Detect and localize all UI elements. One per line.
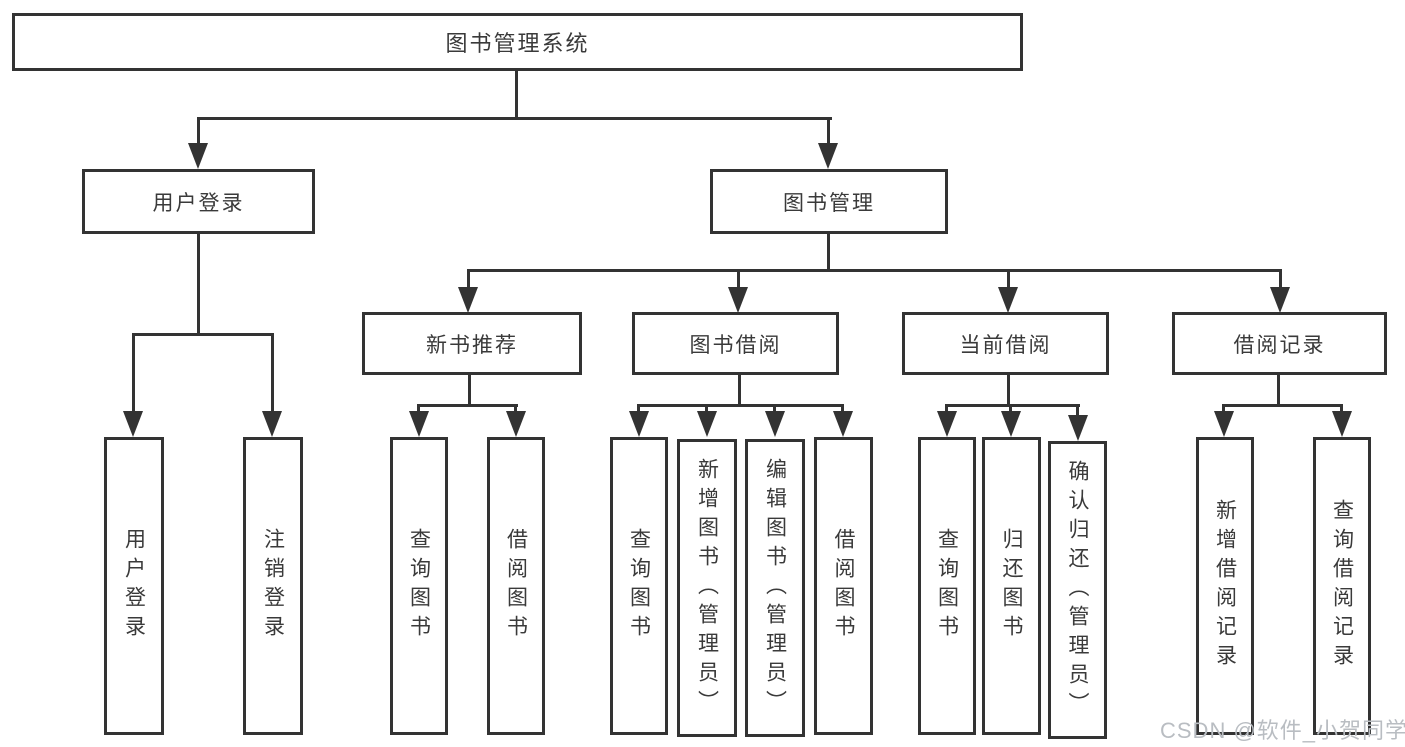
arrow-bb-edit-icon [765,411,785,437]
node-cb-query-book: 查询图书 [918,437,976,735]
connector-drop-user-login [197,117,200,147]
node-rec-query-book: 查询图书 [390,437,448,735]
arrow-br-add-icon [1214,411,1234,437]
connector-bb-bar [637,404,844,407]
node-bb-add-book: 新增图书（管理员） [677,439,737,737]
connector-drop-new-book-rec [467,269,470,291]
node-cb-return-book: 归还图书 [982,437,1041,735]
connector-drop-br-query [1340,404,1343,414]
node-borrow-record-label: 借阅记录 [1233,333,1326,357]
arrow-br-query-icon [1332,411,1352,437]
node-cb-return-book-label: 归还图书 [1000,528,1023,644]
connector-drop-leaf-logout [271,333,274,413]
connector-bb-stem [738,374,741,406]
arrow-bb-add-icon [697,411,717,437]
connector-root-bar [197,117,832,120]
node-cb-confirm-return: 确认归还（管理员） [1048,441,1107,739]
arrow-user-login-icon [188,143,208,169]
arrow-rec-borrow-icon [506,411,526,437]
arrow-bb-query-icon [629,411,649,437]
arrow-current-borrow-icon [998,287,1018,313]
connector-drop-cb-query [945,404,948,414]
node-rec-borrow-book-label: 借阅图书 [504,528,528,644]
node-bb-query-book: 查询图书 [610,437,668,735]
node-bb-edit-book: 编辑图书（管理员） [745,439,805,737]
connector-book-mgmt-stem [827,232,830,271]
connector-rec-stem [468,374,471,406]
connector-drop-cb-confirm [1076,404,1079,418]
arrow-cb-confirm-icon [1068,415,1088,441]
connector-root-stem [515,70,518,119]
arrow-new-book-rec-icon [458,287,478,313]
connector-drop-bb-edit [773,404,776,414]
arrow-borrow-record-icon [1270,287,1290,313]
node-current-borrow: 当前借阅 [902,312,1109,375]
node-br-query-record-label: 查询借阅记录 [1330,499,1354,673]
connector-drop-bb-add [705,404,708,414]
connector-user-login-stem [197,232,200,335]
node-book-mgmt-label: 图书管理 [783,191,875,215]
arrow-cb-return-icon [1001,411,1021,437]
connector-drop-book-borrow [737,269,740,291]
connector-drop-bb-query [637,404,640,414]
node-br-add-record: 新增借阅记录 [1196,437,1254,735]
arrow-bb-borrow-icon [833,411,853,437]
connector-drop-cb-return [1009,404,1012,414]
arrow-book-mgmt-icon [818,143,838,169]
connector-drop-rec-borrow [514,404,517,414]
node-leaf-logout-label: 注销登录 [261,528,285,644]
connector-drop-rec-query [417,404,420,414]
node-leaf-logout: 注销登录 [243,437,303,735]
csdn-watermark: CSDN @软件_小贺同学 [1160,718,1405,743]
arrow-cb-query-icon [937,411,957,437]
node-bb-add-book-label: 新增图书（管理员） [695,457,719,719]
connector-drop-book-mgmt [827,117,830,147]
connector-cb-bar [945,404,1080,407]
connector-br-stem [1277,374,1280,406]
node-br-add-record-label: 新增借阅记录 [1213,499,1237,673]
node-rec-borrow-book: 借阅图书 [487,437,545,735]
node-root-label: 图书管理系统 [445,31,590,56]
node-book-mgmt: 图书管理 [710,169,948,234]
node-borrow-record: 借阅记录 [1172,312,1387,375]
arrow-leaf-user-login-icon [123,411,143,437]
node-bb-query-book-label: 查询图书 [627,528,651,644]
node-current-borrow-label: 当前借阅 [959,333,1052,357]
node-book-borrow: 图书借阅 [632,312,839,375]
node-root: 图书管理系统 [12,13,1023,71]
node-cb-confirm-return-label: 确认归还（管理员） [1066,459,1089,721]
connector-drop-current-borrow [1007,269,1010,291]
node-bb-borrow-book-label: 借阅图书 [832,528,855,644]
node-book-borrow-label: 图书借阅 [689,333,782,357]
node-cb-query-book-label: 查询图书 [935,528,959,644]
connector-drop-bb-borrow [841,404,844,414]
node-leaf-user-login-label: 用户登录 [122,528,146,644]
connector-book-mgmt-bar [467,269,1281,272]
node-bb-edit-book-label: 编辑图书（管理员） [763,457,787,719]
connector-rec-bar [417,404,518,407]
node-leaf-user-login: 用户登录 [104,437,164,735]
node-new-book-rec-label: 新书推荐 [426,333,518,357]
connector-drop-leaf-user-login [132,333,135,413]
arrow-book-borrow-icon [728,287,748,313]
node-rec-query-book-label: 查询图书 [407,528,431,644]
arrow-rec-query-icon [409,411,429,437]
node-user-login-label: 用户登录 [152,191,245,215]
connector-drop-borrow-record [1279,269,1282,291]
arrow-leaf-logout-icon [262,411,282,437]
connector-drop-br-add [1222,404,1225,414]
node-br-query-record: 查询借阅记录 [1313,437,1371,735]
connector-cb-stem [1007,374,1010,406]
node-user-login: 用户登录 [82,169,315,234]
node-new-book-rec: 新书推荐 [362,312,582,375]
connector-br-bar [1222,404,1343,407]
node-bb-borrow-book: 借阅图书 [814,437,873,735]
connector-user-login-bar [132,333,274,336]
